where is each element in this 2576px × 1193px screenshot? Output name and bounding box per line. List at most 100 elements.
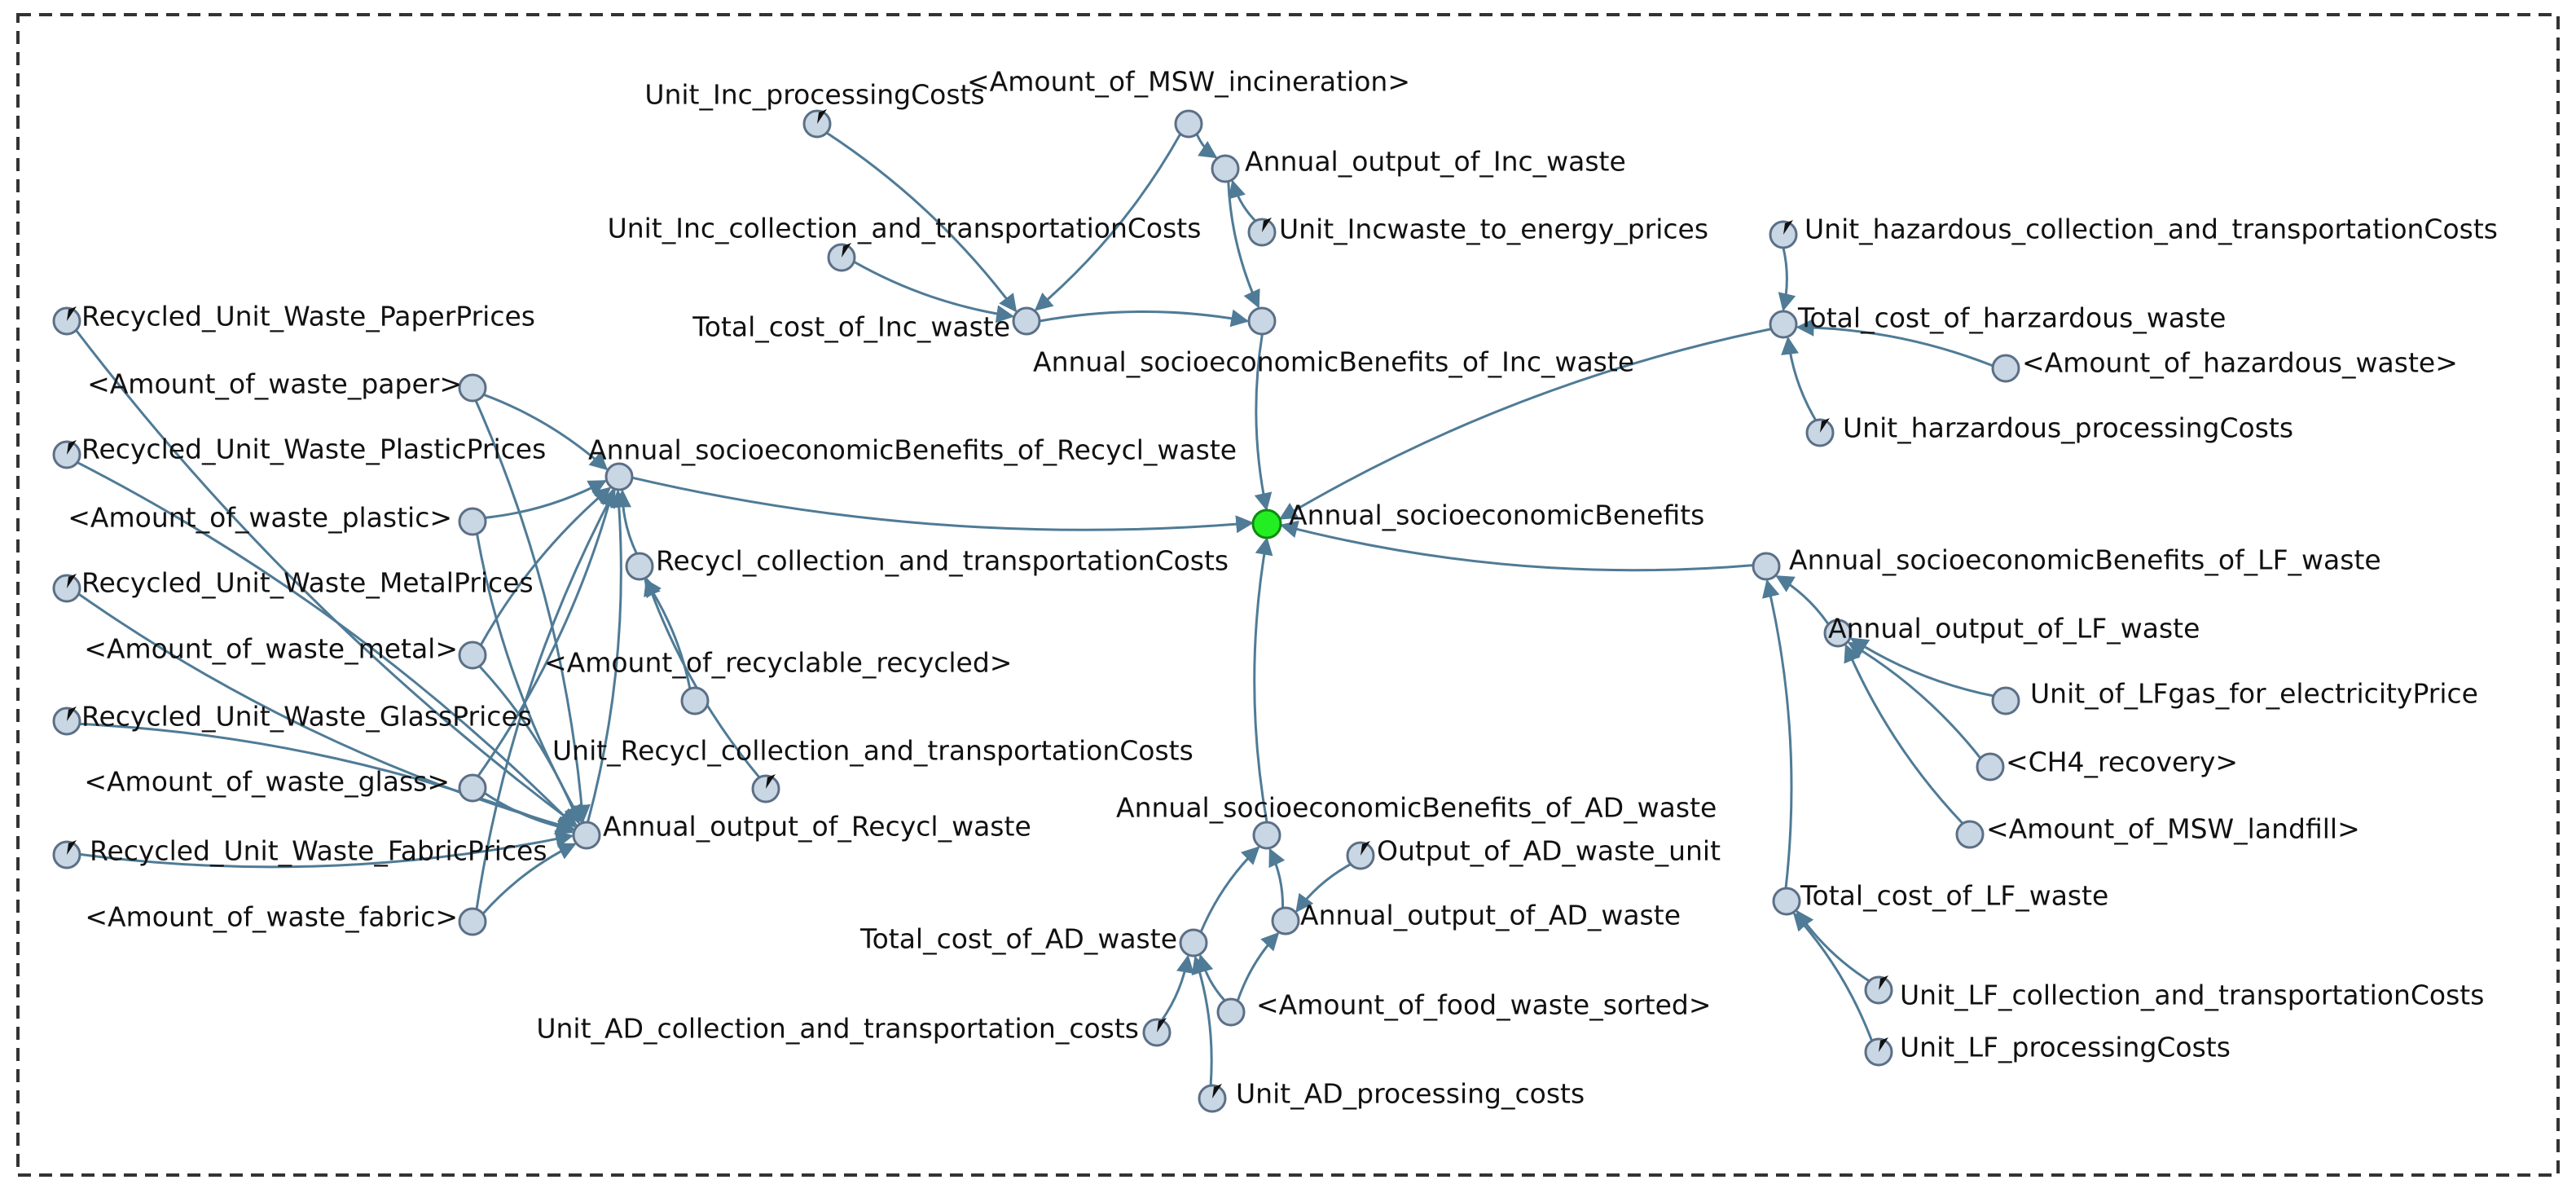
node-total-cost-ad[interactable]: [1179, 928, 1208, 957]
node-circle[interactable]: [1247, 306, 1277, 336]
node-unit-recycl-coll[interactable]: [751, 774, 780, 803]
node-ann-ben-ad[interactable]: [1252, 821, 1281, 850]
node-ann-out-inc[interactable]: [1211, 154, 1240, 183]
node-label: Annual_output_of_Inc_waste: [1245, 146, 1626, 178]
constant-marker-icon: [1783, 220, 1793, 235]
node-label: Unit_Inc_processingCosts: [644, 79, 984, 111]
node-total-cost-inc[interactable]: [1012, 306, 1041, 336]
edge-unit_inc_coll-to-total_cost_inc: [853, 260, 1015, 324]
node-circle[interactable]: [458, 373, 487, 403]
node-ann-out-lf[interactable]: [1823, 619, 1853, 648]
node-label: Annual_socioeconomicBenefits_of_Recycl_w…: [588, 434, 1237, 466]
node-rec-metal-price[interactable]: [52, 574, 81, 603]
node-amt-plastic[interactable]: [458, 507, 487, 536]
node-label: Unit_of_LFgas_for_electricityPrice: [2030, 678, 2478, 710]
node-unit-haz-proc[interactable]: [1805, 418, 1835, 447]
node-circle[interactable]: [1991, 354, 2020, 383]
node-amt-fabric[interactable]: [458, 907, 487, 936]
node-circle[interactable]: [1752, 552, 1781, 581]
node-rec-paper-price[interactable]: [52, 306, 81, 336]
node-circle[interactable]: [458, 907, 487, 936]
center-node-circle[interactable]: [1251, 508, 1282, 539]
node-circle[interactable]: [1769, 310, 1798, 339]
node-unit-lf-coll[interactable]: [1864, 975, 1893, 1005]
node-circle[interactable]: [604, 462, 634, 491]
node-label: <Amount_of_food_waste_sorted>: [1256, 989, 1712, 1021]
edge-ch4-to-ann_out_lf: [1847, 641, 1982, 759]
node-circle[interactable]: [458, 507, 487, 536]
edge-ann_out_ad-to-ann_ben_ad: [1268, 847, 1286, 909]
node-amt-haz[interactable]: [1991, 354, 2020, 383]
node-circle[interactable]: [572, 821, 601, 850]
node-unit-ad-proc[interactable]: [1198, 1084, 1227, 1113]
node-total-cost-lf[interactable]: [1772, 887, 1801, 916]
node-unit-inc-coll[interactable]: [827, 243, 856, 272]
node-circle[interactable]: [1252, 821, 1281, 850]
node-ann-ben-inc[interactable]: [1247, 306, 1277, 336]
node-amt-msw-inc[interactable]: [1174, 109, 1203, 139]
edge-total_cost_inc-to-ann_ben_inc: [1039, 309, 1250, 328]
node-ch4[interactable]: [1976, 752, 2005, 781]
node-unit-lf-proc[interactable]: [1864, 1037, 1893, 1067]
node-circle[interactable]: [1179, 928, 1208, 957]
node-label: Total_cost_of_AD_waste: [859, 923, 1177, 955]
node-rec-plastic-price[interactable]: [52, 440, 81, 469]
edge-rec_paper_price-to-ann_out_recycl: [75, 329, 578, 826]
node-circle[interactable]: [458, 773, 487, 803]
constant-marker-icon: [67, 840, 77, 855]
node-circle[interactable]: [458, 641, 487, 670]
node-circle[interactable]: [1174, 109, 1203, 139]
constant-marker-icon: [67, 306, 77, 321]
node-label: Annual_socioeconomicBenefits: [1289, 500, 1704, 531]
dashed-border: [16, 13, 2560, 1177]
constant-marker-icon: [1879, 1037, 1888, 1052]
node-circle[interactable]: [1823, 619, 1853, 648]
node-label: Annual_socioeconomicBenefits_of_AD_waste: [1116, 792, 1717, 824]
node-circle[interactable]: [1976, 752, 2005, 781]
node-ann-out-ad[interactable]: [1271, 906, 1300, 935]
node-out-ad-unit[interactable]: [1346, 841, 1375, 870]
node-circle[interactable]: [625, 552, 654, 581]
node-circle[interactable]: [1216, 997, 1246, 1027]
node-ann-ben-recycl[interactable]: [604, 462, 634, 491]
node-rec-fabric-price[interactable]: [52, 840, 81, 869]
node-circle[interactable]: [680, 686, 710, 715]
node-circle[interactable]: [1211, 154, 1240, 183]
edge-amt_fabric-to-ann_out_recycl: [481, 843, 577, 915]
edge-amt_metal-to-ann_out_recycl: [478, 665, 582, 825]
edge-total_cost_lf-to-ann_ben_lf: [1761, 579, 1793, 889]
edge-unit_lfgas-to-ann_out_lf: [1849, 637, 1994, 698]
node-circle[interactable]: [1772, 887, 1801, 916]
node-circle[interactable]: [1271, 906, 1300, 935]
node-unit-inc-energy[interactable]: [1247, 218, 1277, 247]
edge-unit_lf_coll-to-total_cost_lf: [1796, 909, 1870, 983]
node-unit-inc-proc[interactable]: [802, 109, 832, 139]
node-amt-recyclable[interactable]: [680, 686, 710, 715]
node-label: <CH4_recovery>: [2006, 746, 2238, 778]
node-rec-glass-price[interactable]: [52, 707, 81, 736]
node-amt-metal[interactable]: [458, 641, 487, 670]
node-recycl-coll[interactable]: [625, 552, 654, 581]
node-amt-food[interactable]: [1216, 997, 1246, 1027]
constant-marker-icon: [67, 574, 77, 588]
edge-unit_inc_energy-to-ann_out_inc: [1228, 179, 1257, 222]
node-unit-lfgas[interactable]: [1991, 686, 2020, 715]
edge-rec_glass_price-to-ann_out_recycl: [79, 722, 574, 834]
edge-amt_haz-to-total_cost_haz: [1796, 318, 1994, 368]
node-ann-ben-lf[interactable]: [1752, 552, 1781, 581]
node-unit-ad-coll[interactable]: [1142, 1018, 1172, 1047]
node-unit-haz-coll[interactable]: [1769, 220, 1798, 249]
node-ann-ben[interactable]: [1251, 508, 1282, 539]
node-amt-msw-lf[interactable]: [1955, 820, 1985, 849]
node-circle[interactable]: [1991, 686, 2020, 715]
node-amt-glass[interactable]: [458, 773, 487, 803]
node-ann-out-recycl[interactable]: [572, 821, 601, 850]
node-label: Annual_output_of_Recycl_waste: [603, 811, 1031, 843]
node-amt-paper[interactable]: [458, 373, 487, 403]
edge-unit_haz_proc-to-total_cost_haz: [1781, 336, 1818, 421]
constant-marker-icon: [67, 440, 77, 455]
constant-marker-icon: [1361, 841, 1370, 856]
node-circle[interactable]: [1012, 306, 1041, 336]
node-total-cost-haz[interactable]: [1769, 310, 1798, 339]
node-circle[interactable]: [1955, 820, 1985, 849]
